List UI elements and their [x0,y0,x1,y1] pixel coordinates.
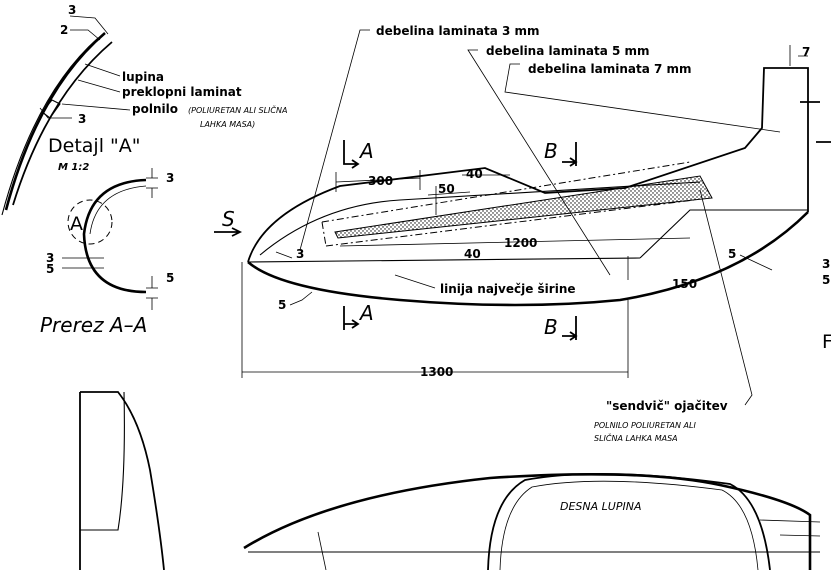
note-polnilo-2: SLIČNA LAHKA MASA [594,432,678,443]
dim-7: 7 [802,45,810,59]
detail-leader-3-top [69,15,109,35]
detail-polnilo-note-2: LAHKA MASA) [200,120,255,129]
detail-dim-3-top: 3 [68,3,76,17]
detail-title: Detajl "A" [48,135,141,157]
section-dim-5-bottom: 5 [166,271,174,285]
sandwich-reinforcement [334,175,713,239]
bottom-right-view: DESNA LUPINA [243,472,821,570]
detail-leader-3-bottom [39,107,72,119]
cut-label-b-top: B [544,139,558,163]
view-arrow-s [214,227,243,237]
dim-300: 300 [368,174,393,188]
detail-leader-2 [70,29,101,41]
dim-line-7 [789,45,808,66]
detail-shell-inner [12,41,113,206]
detail-label-lupina: lupina [122,70,164,84]
hull-outline-bottom [247,211,809,307]
main-view: 300 40 50 1200 40 150 1300 3 5 5 7 debel… [214,24,831,443]
dim-50: 50 [438,182,455,196]
section-detail-circle [67,199,113,245]
detail-polnilo-note-1: (POLIURETAN ALI SLIČNA [188,104,287,115]
dim-40-bottom: 40 [464,247,481,261]
stern-view-inner [80,391,125,531]
detail-leader-preklopni [77,79,121,93]
section-dim-5-left: 5 [46,262,54,276]
detail-laminate [1,37,99,216]
label-5mm: debelina laminata 5 mm [486,44,650,58]
edge-label-5: 5 [822,273,830,287]
detail-a: 3 2 lupina preklopni laminat polnilo (PO… [1,3,287,216]
shell-window-outer [487,473,771,570]
detail-leader-polnilo [61,103,131,111]
cut-marker-b-top [562,142,578,167]
section-circle-label: A [70,213,83,235]
dim-1300: 1300 [420,365,453,379]
leader-sendvic [699,189,753,406]
cut-marker-b-bottom [562,316,578,341]
cut-label-b-bottom: B [544,315,558,339]
leader-3mm [299,29,370,251]
hull-transom [639,209,808,259]
leader-linija [394,274,436,289]
leader-dim-3 [275,251,293,259]
note-polnilo-1: POLNILO POLIURETAN ALI [594,421,696,430]
section-dim-bottom [146,276,158,310]
detail-dim-2: 2 [60,23,68,37]
shell-outline [243,472,812,570]
leader-dim-5-right [739,254,773,271]
shell-window-inner [499,480,759,570]
leader-5mm [467,49,611,276]
section-inner-line [89,185,147,235]
bottom-left-view [79,391,165,570]
leader-7mm [504,63,781,133]
detail-label-preklopni: preklopni laminat [122,85,242,99]
cut-marker-a-top [343,140,360,169]
dim-line-50 [427,186,471,215]
section-a-a: A 3 3 5 5 Prerez A–A [40,168,174,337]
detail-scale: M 1:2 [58,162,89,173]
hull-outline-top [247,67,809,263]
dim-line-1200 [339,237,691,247]
stern-view-outline [79,391,165,570]
section-profile [82,178,147,294]
label-7mm: debelina laminata 7 mm [528,62,692,76]
section-dim-3-top: 3 [166,171,174,185]
cut-marker-a-bottom [343,306,360,330]
view-label-s: S [222,207,235,231]
section-dim-left [62,257,104,269]
detail-dim-3-bottom: 3 [78,112,86,126]
sandwich-outline [321,161,695,247]
cut-label-a-top: A [358,139,374,163]
dim-1200: 1200 [504,236,537,250]
section-title: Prerez A–A [40,313,147,337]
shell-label: DESNA LUPINA [560,500,641,513]
leader-dim-5-left [289,291,313,306]
shell-stern-lines [759,519,821,537]
dim-3: 3 [296,247,304,261]
detail-leader-lupina [84,63,121,77]
label-sendvic: "sendvič" ojačitev [606,399,728,413]
section-dim-3-left: 3 [46,251,54,265]
detail-label-polnilo: polnilo [132,102,178,116]
edge-label-3: 3 [822,257,830,271]
cut-label-a-bottom: A [358,301,374,325]
dim-line-1300 [241,262,629,378]
dim-150: 150 [672,277,697,291]
label-3mm: debelina laminata 3 mm [376,24,540,38]
right-edge-marks [800,101,831,143]
dim-line-300 [335,170,421,192]
label-linija: linija največje širine [440,282,576,296]
section-dim-top [146,168,158,198]
dim-5-left: 5 [278,298,286,312]
shell-leader [317,531,327,570]
edge-label-f: F [822,331,831,353]
dim-40-top: 40 [466,167,483,181]
dim-5-right: 5 [728,247,736,261]
max-width-line [247,257,641,263]
hull-inner-line [259,181,701,256]
